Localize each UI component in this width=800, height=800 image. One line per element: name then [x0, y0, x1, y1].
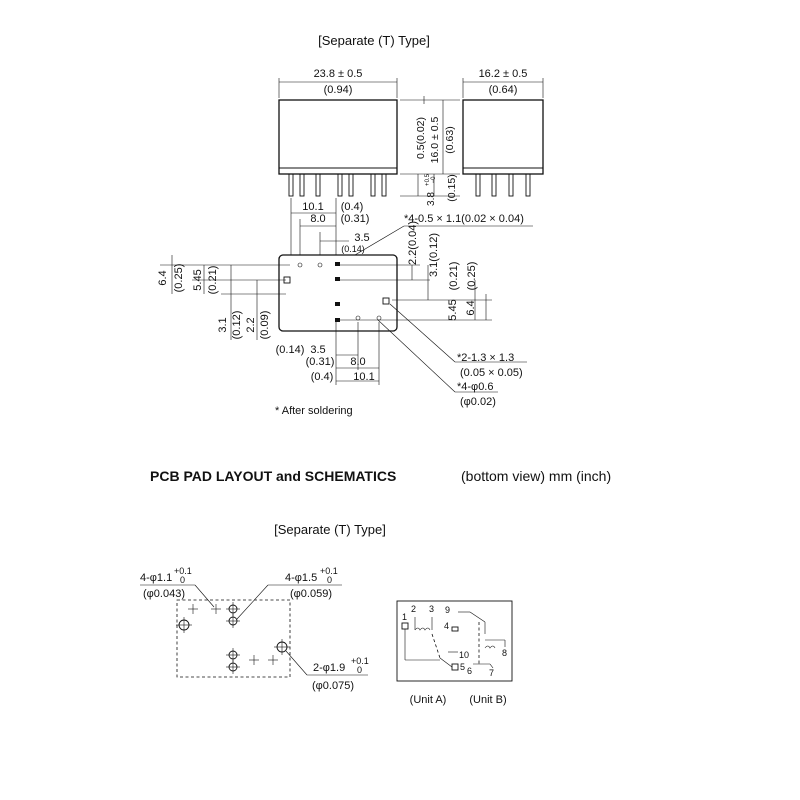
pin-9: 9 — [445, 605, 450, 615]
dim-depth-in: (0.64) — [489, 84, 518, 96]
dim-pin-len-in: (0.15) — [446, 174, 458, 201]
dim-b-8-0: 8.0 — [350, 356, 365, 368]
dim-pin-len: 3.8 — [426, 192, 437, 206]
dim-8-0-in: (0.31) — [341, 213, 370, 225]
pin-1: 1 — [402, 612, 407, 622]
note-pins: *4-0.5 × 1.1(0.02 × 0.04) — [404, 213, 524, 225]
dim-depth-mm: 16.2 ± 0.5 — [479, 68, 528, 80]
dim-r-6-4: 6.4 — [465, 300, 477, 315]
dim-b-0-14: (0.14) — [276, 344, 305, 356]
pin-6: 6 — [467, 666, 472, 676]
dim-3-1: 3.1 — [217, 317, 229, 332]
bottom-title: [Separate (T) Type] — [274, 522, 386, 537]
pcb-note-h2-in: (φ0.059) — [290, 588, 332, 600]
dim-gap: 0.5(0.02) — [415, 117, 427, 159]
dim-r-0-21: (0.21) — [448, 262, 460, 291]
bottom-pin-pads — [283, 262, 390, 322]
dim-10-1: 10.1 — [302, 201, 323, 213]
relay-front-view — [278, 99, 398, 197]
pcb-note-h1-in: (φ0.043) — [143, 588, 185, 600]
dim-height-mm: 16.0 ± 0.5 — [429, 117, 441, 164]
front-pins — [288, 173, 387, 197]
dim-r-2-2: 2.2(0.04) — [407, 221, 419, 265]
dim-5-45: 5.45 — [192, 269, 204, 290]
dim-8-0: 8.0 — [310, 213, 325, 225]
dim-b-3-5: 3.5 — [310, 344, 325, 356]
pcb-note-h3-tol-dn: 0 — [357, 665, 362, 675]
unit-b-label: (Unit B) — [469, 694, 506, 706]
dim-5-45-in: (0.21) — [207, 266, 219, 295]
pin-8: 8 — [502, 648, 507, 658]
relay-bottom-outline — [278, 254, 398, 332]
dim-pin-tol: +0.5 — [425, 173, 431, 186]
pin-7: 7 — [489, 668, 494, 678]
dim-3-5: 3.5 — [354, 232, 369, 244]
pcb-note-h3: 2-φ1.9 — [313, 662, 345, 674]
dim-r-5-45: 5.45 — [447, 299, 459, 320]
dim-3-1-in: (0.12) — [231, 311, 243, 340]
dim-width-mm: 23.8 ± 0.5 — [314, 68, 363, 80]
pcb-note-h1-tol-up: +0.1 — [174, 566, 192, 576]
pin-5: 5 — [460, 662, 465, 672]
pcb-note-h2-tol-dn: 0 — [327, 575, 332, 585]
dim-r-0-25: (0.25) — [466, 262, 478, 291]
pcb-note-h3-in: (φ0.075) — [312, 680, 354, 692]
dim-width-in: (0.94) — [324, 84, 353, 96]
note-holes-in: (φ0.02) — [460, 396, 496, 408]
relay-side-view — [462, 99, 544, 197]
dim-r-3-1: 3.1(0.12) — [428, 233, 440, 277]
dim-10-1-in: (0.4) — [341, 201, 364, 213]
pcb-note-h2-tol-up: +0.1 — [320, 566, 338, 576]
pin-4: 4 — [444, 621, 449, 631]
pcb-note-h1-tol-dn: 0 — [180, 575, 185, 585]
footnote: * After soldering — [275, 405, 353, 417]
note-square-pads: *2-1.3 × 1.3 — [457, 352, 514, 364]
unit-a-label: (Unit A) — [410, 694, 447, 706]
relay-schematic: 1 2 3 4 5 6 7 8 9 10 — [396, 600, 513, 682]
pcb-pad-layout — [176, 599, 291, 678]
dim-pin-tol2: −0 — [431, 176, 437, 184]
pcb-note-h2: 4-φ1.5 — [285, 572, 317, 584]
dim-2-2-in: (0.09) — [259, 311, 271, 340]
dim-b-10-1: 10.1 — [353, 371, 374, 383]
section-heading-normal: (bottom view) mm (inch) — [461, 468, 611, 484]
pcb-hole-1-1 — [188, 604, 278, 665]
pcb-note-h1: 4-φ1.1 — [140, 572, 172, 584]
dim-6-4-in: (0.25) — [173, 264, 185, 293]
pin-10: 10 — [459, 650, 469, 660]
dim-3-5-in: (0.14) — [341, 244, 365, 254]
dim-b-0-31: (0.31) — [306, 356, 335, 368]
pin-3: 3 — [429, 604, 434, 614]
pcb-note-h3-tol-up: +0.1 — [351, 656, 369, 666]
pcb-hole-1-9 — [176, 617, 290, 655]
pin-2: 2 — [411, 604, 416, 614]
dim-6-4: 6.4 — [157, 270, 169, 285]
note-square-pads-in: (0.05 × 0.05) — [460, 367, 523, 379]
dim-height-in: (0.63) — [444, 126, 456, 153]
top-title: [Separate (T) Type] — [318, 33, 430, 48]
dim-2-2: 2.2 — [245, 317, 257, 332]
dim-b-0-4: (0.4) — [311, 371, 334, 383]
note-holes: *4-φ0.6 — [457, 381, 494, 393]
pcb-hole-1-5 — [226, 602, 240, 674]
section-heading-bold: PCB PAD LAYOUT and SCHEMATICS — [150, 468, 396, 484]
